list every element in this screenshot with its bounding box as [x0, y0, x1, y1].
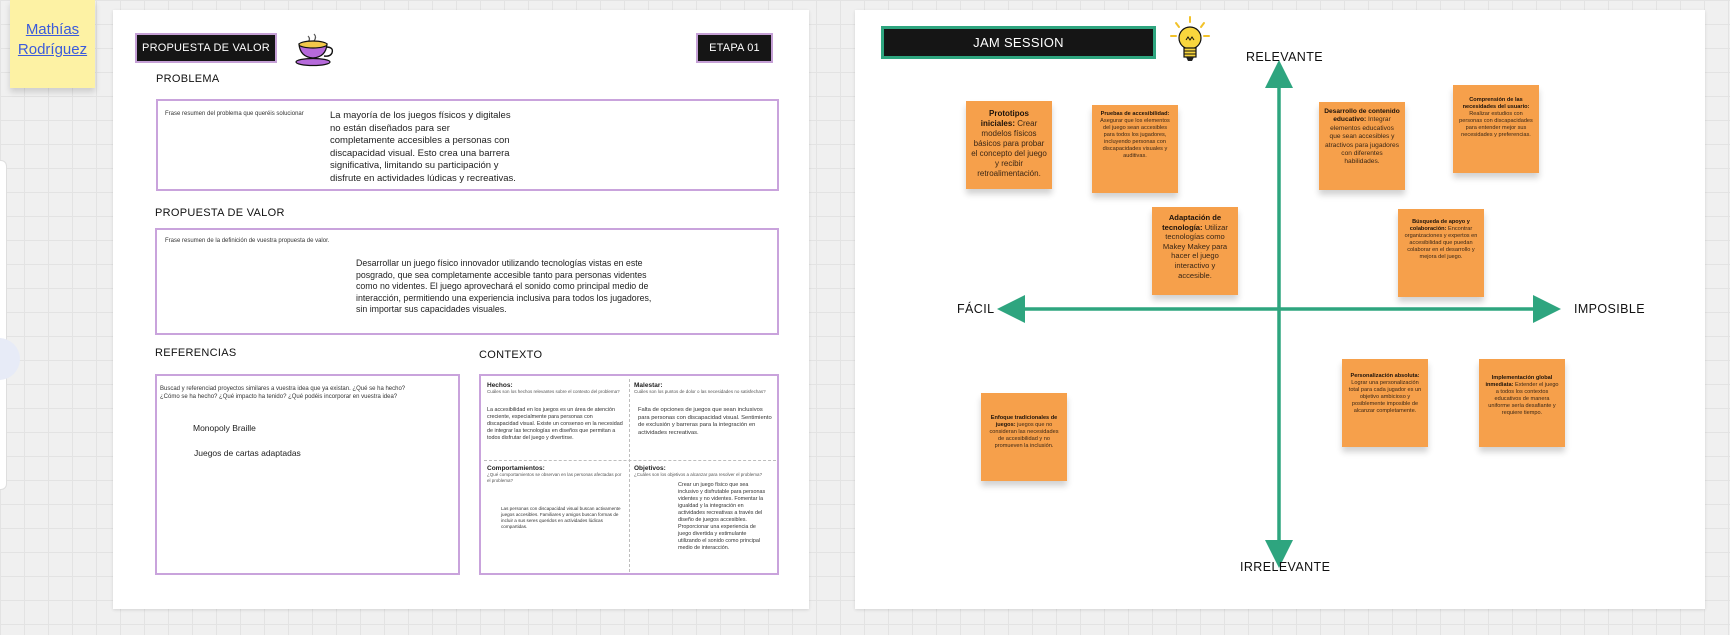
stage-label: ETAPA 01: [696, 33, 773, 63]
context-facts: Hechos: Cuáles son los hechos relevantes…: [487, 382, 623, 441]
problem-box[interactable]: Frase resumen del problema que queréis s…: [156, 99, 779, 191]
left-toolbar[interactable]: [0, 160, 7, 490]
references-box[interactable]: Buscad y referenciad proyectos similares…: [155, 374, 460, 575]
value-box[interactable]: Frase resumen de la definición de vuestr…: [155, 228, 779, 335]
axis-label-impossible: IMPOSIBLE: [1574, 302, 1645, 316]
idea-sticky-note[interactable]: Adaptación de tecnología: Utilizar tecno…: [1152, 207, 1238, 295]
idea-sticky-note[interactable]: Desarrollo de contenido educativo: Integ…: [1319, 102, 1405, 190]
context-behaviors: Comportamientos: ¿Qué comportamientos se…: [487, 465, 622, 529]
collaborator-avatar[interactable]: [0, 338, 20, 380]
reference-item: Monopoly Braille: [193, 423, 256, 433]
priority-matrix-axes: [997, 60, 1561, 568]
idea-sticky-note[interactable]: Enfoque tradicionales de juegos: juegos …: [981, 393, 1067, 481]
idea-sticky-note[interactable]: Implementación global inmediata: Extende…: [1479, 359, 1565, 447]
value-text: Desarrollar un juego físico innovador ut…: [356, 258, 652, 314]
context-goals: Objetivos: ¿Cuáles son los objetivos a a…: [634, 465, 766, 551]
value-proposition-board: PROPUESTA DE VALOR ETAPA 01 PROBLEMA Fra…: [113, 10, 809, 609]
idea-sticky-note[interactable]: Pruebas de accesibilidad: Asegurar que l…: [1092, 105, 1178, 193]
axis-label-easy: FÁCIL: [957, 302, 995, 316]
problem-text: La mayoría de los juegos físicos y digit…: [330, 110, 516, 184]
idea-sticky-note[interactable]: Personalización absoluta: Lograr una per…: [1342, 359, 1428, 447]
context-divider-vertical: [629, 379, 630, 572]
idea-sticky-note[interactable]: Comprensión de las necesidades del usuar…: [1453, 85, 1539, 173]
references-title: REFERENCIAS: [155, 347, 237, 359]
problem-hint: Frase resumen del problema que queréis s…: [165, 111, 304, 117]
references-hint: Buscad y referenciad proyectos similares…: [160, 386, 406, 400]
author-link[interactable]: Mathías Rodríguez: [17, 21, 88, 58]
axis-label-irrelevant: IRRELEVANTE: [1240, 560, 1331, 574]
value-title: PROPUESTA DE VALOR: [155, 207, 285, 219]
problem-title: PROBLEMA: [156, 73, 220, 85]
reference-item: Juegos de cartas adaptadas: [194, 448, 301, 458]
idea-sticky-note[interactable]: Prototipos iniciales: Crear modelos físi…: [966, 101, 1052, 189]
context-discomfort: Malestar: Cuáles son los puntos de dolor…: [634, 382, 772, 436]
author-sticky-note[interactable]: Mathías Rodríguez: [10, 0, 95, 88]
header-label: PROPUESTA DE VALOR: [135, 33, 277, 63]
context-box[interactable]: Hechos: Cuáles son los hechos relevantes…: [479, 374, 779, 575]
context-divider-horizontal: [484, 460, 776, 461]
jam-session-title: JAM SESSION: [881, 26, 1156, 59]
idea-sticky-note[interactable]: Búsqueda de apoyo y colaboración: Encont…: [1398, 209, 1484, 297]
axis-label-relevant: RELEVANTE: [1246, 50, 1324, 64]
teacup-icon: [293, 32, 339, 68]
lightbulb-icon: [1167, 15, 1213, 67]
jam-session-board: JAM SESSION RELEVANTE: [855, 10, 1705, 609]
context-title: CONTEXTO: [479, 349, 543, 361]
value-hint: Frase resumen de la definición de vuestr…: [165, 238, 330, 244]
